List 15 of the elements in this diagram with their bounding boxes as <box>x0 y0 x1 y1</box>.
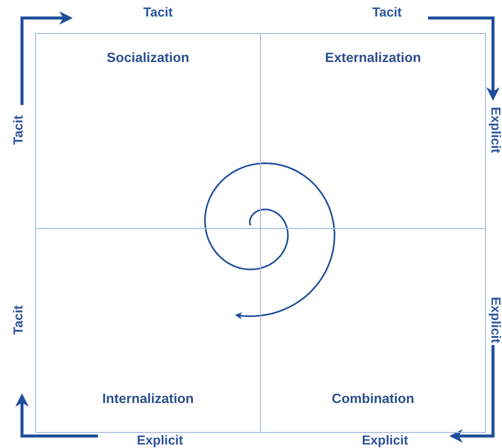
axis-label: Tacit <box>143 4 173 20</box>
axis-label: Tacit <box>372 4 402 20</box>
quadrant-title: Externalization <box>324 50 422 65</box>
axis-label: Tacit <box>10 305 26 335</box>
quadrant <box>35 228 261 433</box>
quadrant <box>260 33 486 229</box>
quadrant-title: Internalization <box>101 391 195 406</box>
quadrant-title: Socialization <box>106 50 190 65</box>
axis-label: Explicit <box>362 432 408 448</box>
quadrant <box>35 33 261 229</box>
spiral-arrow <box>204 162 336 320</box>
quadrant <box>260 228 486 433</box>
quadrant-title: Combination <box>330 391 416 406</box>
axis-label: Tacit <box>10 115 26 145</box>
axis-label: Explicit <box>136 432 184 448</box>
